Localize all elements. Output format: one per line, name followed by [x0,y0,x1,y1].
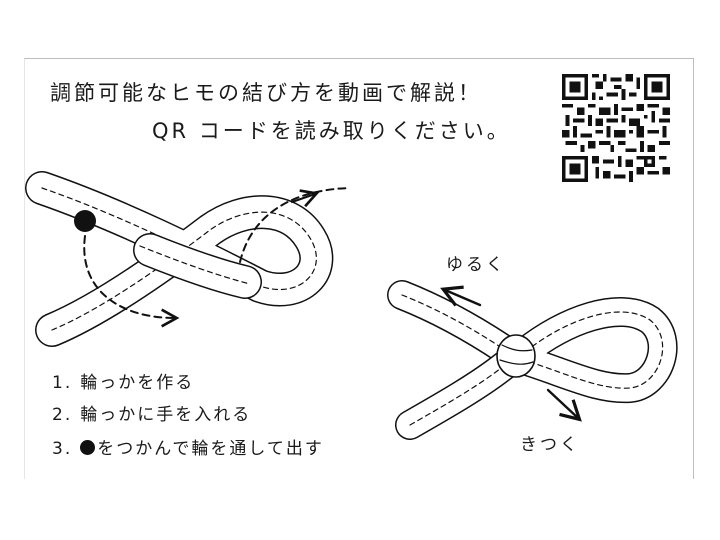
grip-dot-icon [80,440,96,455]
loosen-label: ゆるく [446,255,506,275]
tighten-arrow [546,388,582,422]
knot [496,334,536,378]
step-2-text: 輪っかに手を入れる [80,405,252,425]
step-2: 2. 輪っかに手を入れる [52,400,251,425]
step-3-number: 3. [52,439,73,459]
loosen-arrow [440,285,482,307]
headline-line1: 調節可能なヒモの結び方を動画で解説！ [50,81,482,105]
step-2-number: 2. [52,405,73,425]
tighten-label: きつく [520,435,580,455]
grip-dot [74,210,96,232]
step-1: 1. 輪っかを作る [52,368,194,393]
step-1-text: 輪っかを作る [80,373,195,393]
step-1-number: 1. [52,373,73,393]
headline-line2: QR コードを読み取りください。 [152,119,511,143]
qr-code[interactable] [562,74,670,182]
bow-illustration [387,280,678,440]
step-3-text: をつかんで輪を通して出す [97,439,324,459]
step-3: 3. をつかんで輪を通して出す [52,434,324,459]
loop-illustration [25,171,351,347]
